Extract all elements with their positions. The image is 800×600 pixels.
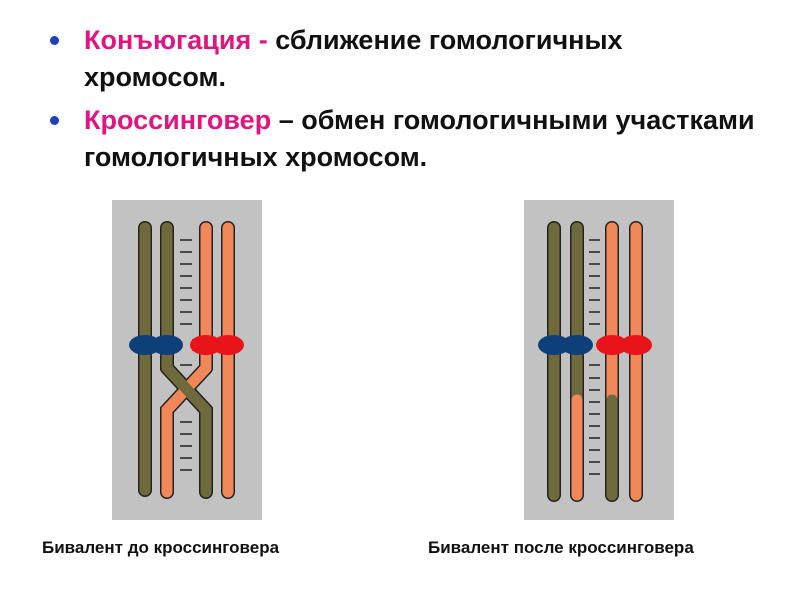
term-dash: - bbox=[251, 25, 276, 55]
bivalent-before-svg bbox=[129, 221, 244, 499]
olive-crossover-segment bbox=[161, 362, 212, 498]
bivalent-after-diagram bbox=[524, 200, 674, 520]
definition-crossing-over: Кроссинговер – обмен гомологичными участ… bbox=[50, 102, 770, 176]
definition-list: Конъюгация - сближение гомологичных хром… bbox=[50, 22, 770, 182]
definition-text: обмен гомологичными участками гомологичн… bbox=[84, 105, 755, 172]
bivalent-after-svg bbox=[538, 221, 652, 502]
term-crossing-over: Кроссинговер bbox=[84, 105, 272, 135]
pairing-rungs bbox=[589, 239, 600, 475]
bivalent-before-diagram bbox=[112, 200, 262, 520]
centromere-blue bbox=[538, 335, 593, 355]
caption-before: Бивалент до кроссинговера bbox=[42, 538, 280, 557]
definition-conjugation: Конъюгация - сближение гомологичных хром… bbox=[50, 22, 770, 96]
bullet-icon bbox=[50, 36, 59, 45]
centromere-blue bbox=[129, 335, 183, 355]
pairing-rungs bbox=[180, 239, 192, 471]
centromere-red bbox=[596, 335, 652, 355]
centromere-red bbox=[190, 335, 244, 355]
term-conjugation: Конъюгация bbox=[84, 25, 252, 55]
bullet-icon bbox=[50, 116, 59, 125]
term-dash: – bbox=[271, 105, 302, 135]
definition-text: сближение гомологичных хромосом. bbox=[84, 25, 623, 92]
caption-after: Бивалент после кроссинговера bbox=[428, 538, 694, 557]
orange-crossover-segment bbox=[161, 362, 212, 498]
